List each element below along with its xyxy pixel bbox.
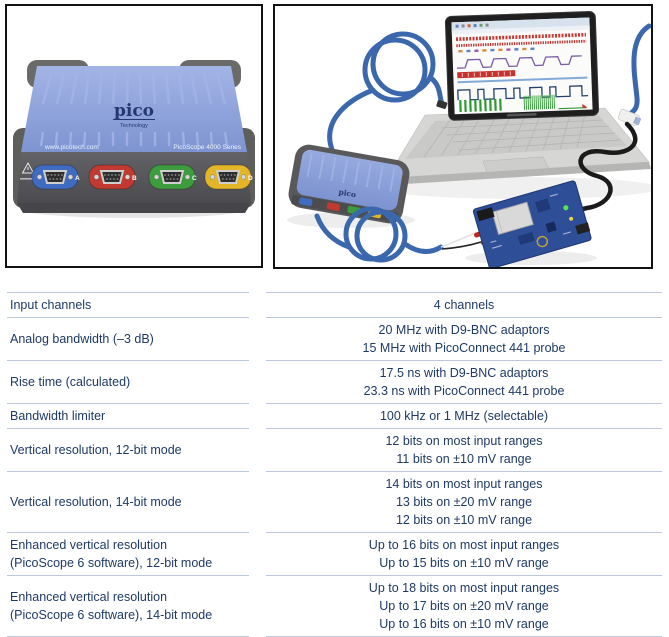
setup-photo-frame: pico [273,4,653,269]
spec-label: Vertical resolution, 14-bit mode [7,471,249,532]
channel-b-label: B [132,175,137,182]
oscilloscope-photo: pico Technology www.picotech.com PicoSco… [7,6,261,266]
probe-wire-black [442,242,481,249]
spec-value: Up to 18 bits on most input ranges Up to… [266,575,662,636]
spec-value: 4 channels [266,292,662,317]
spec-table: Input channels 4 channels Analog bandwidt… [7,292,662,637]
pico-logo-subtext: Technology [120,123,148,129]
column-gap [249,360,266,403]
green-pulses [459,99,502,112]
spec-value: 14 bits on most input ranges 13 bits on … [266,471,662,532]
device-base [17,203,251,213]
column-gap [249,403,266,428]
table-row: Analog bandwidth (–3 dB) 20 MHz with D9-B… [7,317,662,360]
table-row: Bandwidth limiter 100 kHz or 1 MHz (selec… [7,403,662,428]
table-row: Rise time (calculated) 17.5 ns with D9-BN… [7,360,662,403]
spec-label: Vertical resolution, 12-bit mode [7,428,249,471]
channel-b-connector: B [89,165,137,189]
channel-a-connector: A [32,165,80,189]
laptop [387,11,651,185]
column-gap [249,471,266,532]
spec-value: 17.5 ns with D9-BNC adaptors 23.3 ns wit… [266,360,662,403]
spec-label: Input channels [7,292,249,317]
column-gap [249,575,266,636]
usb-cable-right [627,26,649,116]
spec-value: Up to 16 bits on most input ranges Up to… [266,532,662,575]
laptop-screen [445,11,599,120]
table-row: Enhanced vertical resolution (PicoScope … [7,532,662,575]
spec-label: Bandwidth limiter [7,403,249,428]
table-row: Vertical resolution, 12-bit mode 12 bits … [7,428,662,471]
channel-a-label: A [75,175,80,182]
column-gap [249,532,266,575]
channel-d-connector: D [205,165,253,189]
spec-label: Rise time (calculated) [7,360,249,403]
spec-label: Analog bandwidth (–3 dB) [7,317,249,360]
column-gap [249,292,266,317]
table-row: Vertical resolution, 14-bit mode 14 bits … [7,471,662,532]
device-series-label: PicoScope 4000 Series [173,144,241,151]
table-row: Input channels 4 channels [7,292,662,317]
product-figures: pico Technology www.picotech.com PicoSco… [0,0,669,269]
pico-logo-text: pico [114,101,154,121]
table-row: Enhanced vertical resolution (PicoScope … [7,575,662,636]
spec-value: 20 MHz with D9-BNC adaptors 15 MHz with … [266,317,662,360]
spec-label: Enhanced vertical resolution (PicoScope … [7,575,249,636]
column-gap [249,317,266,360]
spec-value: 12 bits on most input ranges 11 bits on … [266,428,662,471]
setup-photo: pico [275,6,651,267]
spec-value: 100 kHz or 1 MHz (selectable) [266,403,662,428]
oscilloscope-photo-frame: pico Technology www.picotech.com PicoSco… [5,4,263,268]
column-gap [249,428,266,471]
channel-c-label: C [192,175,197,182]
spec-label: Enhanced vertical resolution (PicoScope … [7,532,249,575]
device-url-label: www.picotech.com [44,144,99,151]
channel-d-label: D [248,175,253,182]
channel-c-connector: C [149,165,197,189]
usb-plug-left [436,100,448,110]
